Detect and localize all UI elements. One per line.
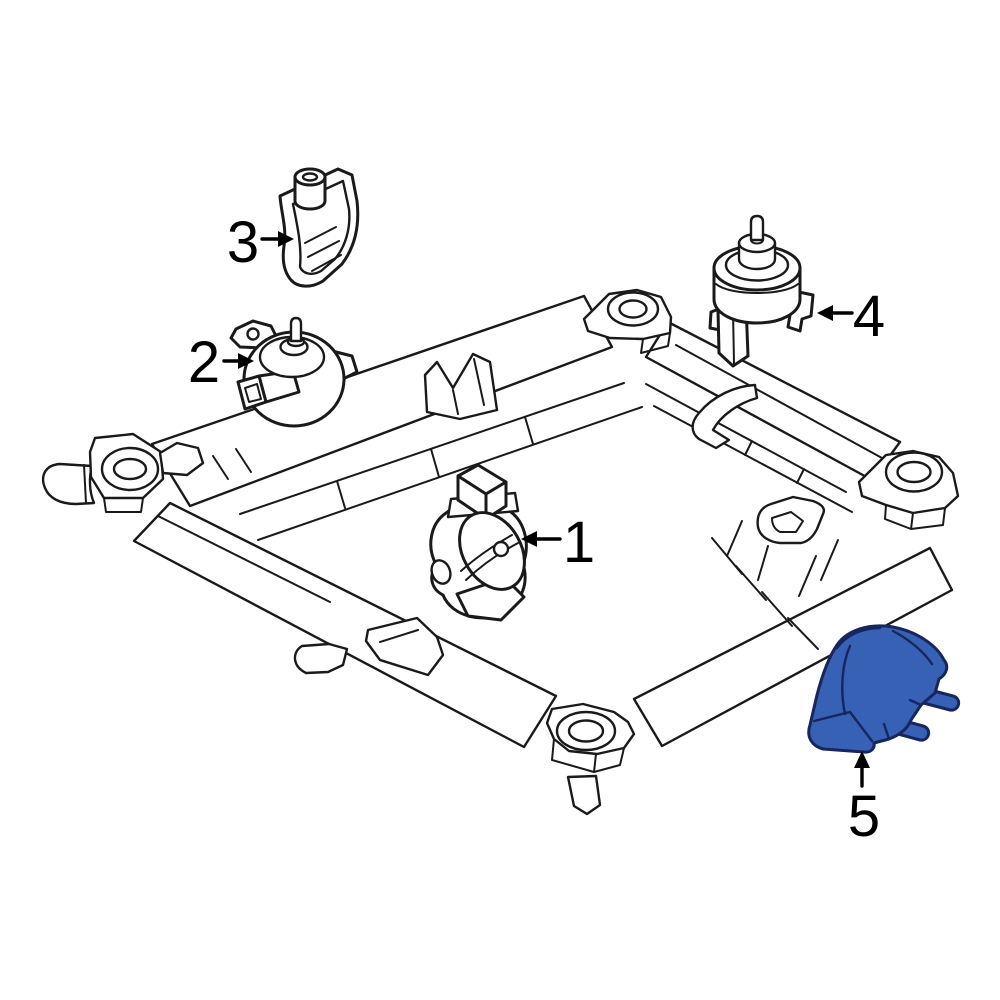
part-5-transmission-mount-highlighted[interactable] (807, 624, 961, 754)
callout-4[interactable]: 4 (817, 284, 885, 349)
part-1-face-hole (492, 540, 510, 558)
subframe-crossmember (41, 288, 960, 816)
part-3-cylinder-hole (301, 172, 319, 182)
part-4-engine-mount[interactable] (708, 214, 815, 368)
bushing-hole-right (896, 460, 932, 484)
subframe-hook-bracket-upper (691, 383, 759, 450)
callout-3-arrow-head-icon (278, 231, 294, 247)
subframe-rail-lower-right (632, 546, 954, 748)
subframe-pad-bottom-front (551, 738, 625, 773)
callout-1[interactable]: 1 (521, 510, 595, 575)
bushing-hole-bottom (567, 719, 605, 743)
subframe-left-bracket-ribs (212, 448, 252, 480)
subframe-pad-top-front (640, 332, 671, 354)
subframe-cluster-lines (711, 520, 839, 650)
part-2-flange-hole (246, 327, 260, 341)
part-1-side-boss (430, 559, 452, 585)
subframe-left-bracket (158, 441, 205, 477)
part-4-body-bulge-line (715, 283, 799, 294)
subframe-left-hook-inner (83, 464, 87, 504)
subframe-bottom-flap (566, 774, 602, 816)
subframe-rail-lower-left-inner-line (157, 515, 331, 603)
callout-5-arrow-head-icon (854, 751, 870, 768)
subframe-tab-bracket (293, 642, 349, 675)
callout-5[interactable]: 5 (848, 751, 880, 849)
subframe-pentagon-bracket (364, 616, 445, 677)
subframe-pad-left-front (103, 497, 144, 513)
part-3-ribs (304, 226, 342, 272)
subframe-v-bracket (423, 352, 499, 421)
callout-5-label: 5 (848, 784, 880, 849)
subframe-left-hook (41, 462, 96, 506)
part-4-stud (749, 214, 765, 242)
part-4-stud-base (750, 239, 764, 245)
part-3-shield-inner (291, 179, 351, 275)
bushing-hole-left (112, 457, 148, 481)
subframe-hook-bracket-right-inner (771, 511, 804, 533)
callout-4-arrow-head-icon (817, 305, 833, 321)
subframe-rail-right-inner-line (675, 344, 883, 459)
subframe-pentagon-inner (379, 629, 419, 643)
callout-2[interactable]: 2 (188, 330, 254, 395)
subframe-v-bracket-inner (452, 358, 485, 415)
subframe-rail-top (150, 294, 614, 508)
part-1-face-band (460, 534, 519, 581)
part-2-stud (289, 316, 303, 343)
part-2-engine-mount[interactable] (229, 316, 359, 428)
part-1-engine-mount[interactable] (428, 463, 537, 622)
bushing-hole-top (618, 299, 648, 319)
callout-3[interactable]: 3 (227, 210, 294, 275)
subframe-pad-right-front (884, 504, 946, 530)
part-5-body (807, 624, 949, 754)
callout-1-label: 1 (563, 510, 595, 575)
part-3-cylinder-top (293, 167, 327, 187)
callout-4-label: 4 (853, 284, 885, 349)
part-2-channel-opening (244, 383, 262, 403)
part-5-detail-lines (812, 626, 934, 743)
part-3-engine-mount-bracket[interactable] (278, 167, 360, 288)
callout-2-arrow-head-icon (238, 353, 254, 369)
callout-2-label: 2 (188, 330, 220, 395)
callout-1-arrow-head-icon (521, 531, 537, 547)
callout-3-label: 3 (227, 210, 259, 275)
